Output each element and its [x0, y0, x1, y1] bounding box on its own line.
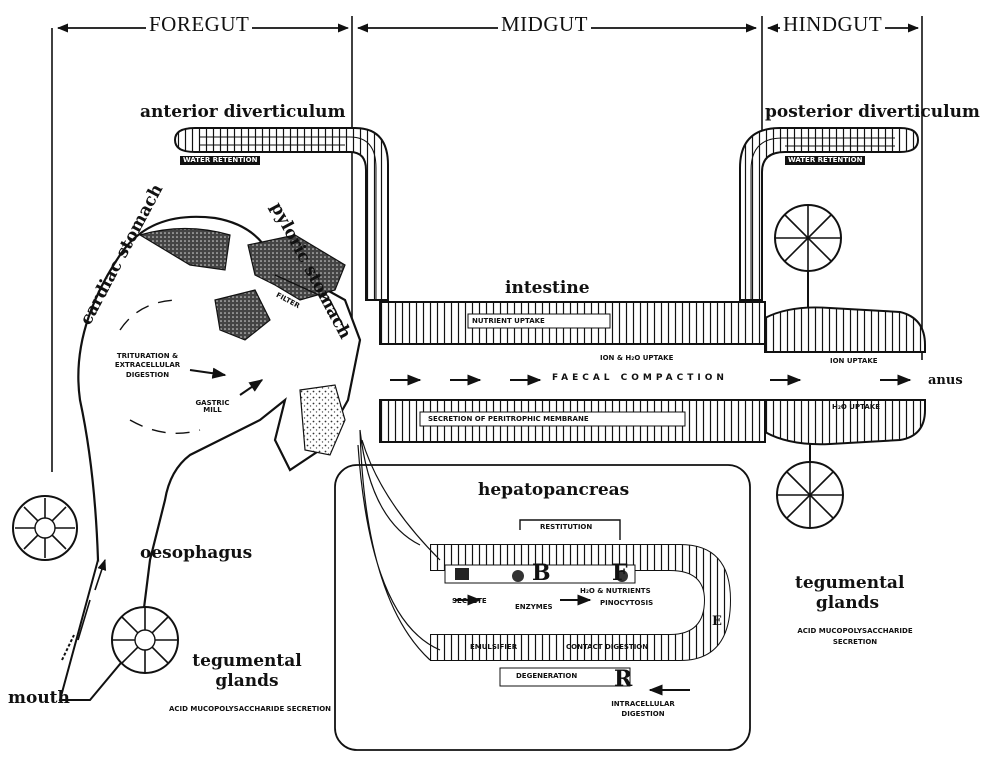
pinocytosis-label: PINOCYTOSIS	[600, 600, 653, 607]
faecal-compaction-label: FAECAL COMPACTION	[552, 374, 728, 383]
cell-b-label: B	[532, 562, 551, 584]
gland-rosette-left-top	[13, 496, 77, 560]
gastric-mill-label: GASTRIC MILL	[185, 400, 240, 414]
tegumental-glands-label-left: tegumental glands	[187, 652, 307, 691]
gland-rosette-left-bottom	[112, 607, 178, 673]
water-retention-posterior-label: WATER RETENTION	[785, 156, 865, 165]
hindgut-tube	[765, 307, 925, 444]
enzymes-label: ENZYMES	[515, 604, 553, 611]
peritrophic-membrane-label: SECRETION OF PERITROPHIC MEMBRANE	[428, 416, 589, 423]
cell-r-label: R	[614, 668, 632, 690]
cell-e-label: E	[712, 615, 722, 628]
water-retention-anterior-label: WATER RETENTION	[180, 156, 260, 165]
h2o-uptake-label: H₂O UPTAKE	[832, 404, 880, 411]
posterior-diverticulum-label: posterior diverticulum	[765, 104, 980, 121]
trituration-label: TRITURATION & EXTRACELLULAR DIGESTION	[100, 352, 195, 380]
ion-uptake-label: ION UPTAKE	[830, 358, 878, 365]
gland-rosette-right-bottom	[777, 444, 843, 528]
anterior-diverticulum-label: anterior diverticulum	[140, 104, 346, 121]
ion-h2o-uptake-midgut-label: ION & H₂O UPTAKE	[600, 355, 673, 362]
degeneration-label: DEGENERATION	[516, 673, 577, 680]
nutrient-uptake-label: NUTRIENT UPTAKE	[472, 318, 545, 325]
hepatopancreas-label: hepatopancreas	[478, 482, 629, 499]
h2o-nutrients-label: H₂O & NUTRIENTS	[580, 588, 651, 595]
restitution-label: RESTITUTION	[540, 524, 592, 531]
oesophagus-label: oesophagus	[140, 545, 252, 562]
intracellular-digestion-label: INTRACELLULAR DIGESTION	[598, 700, 688, 720]
contact-digestion-label: CONTACT DIGESTION	[566, 644, 648, 651]
intestine-label: intestine	[505, 280, 590, 297]
acid-secretion-label-left: ACID MUCOPOLYSACCHARIDE SECRETION	[160, 704, 340, 715]
cell-f-label: F	[612, 562, 628, 584]
section-foregut-label: FOREGUT	[146, 14, 252, 35]
section-midgut-label: MIDGUT	[498, 14, 591, 35]
anus-label: anus	[928, 374, 963, 387]
gland-rosette-right-top	[775, 205, 841, 308]
secrete-label: SECRETE	[452, 598, 487, 605]
emulsifier-label: EMULSIFIER	[470, 644, 517, 651]
tegumental-glands-label-right: tegumental glands	[795, 574, 900, 613]
section-hindgut-label: HINDGUT	[780, 14, 885, 35]
mouth-label: mouth	[8, 690, 70, 707]
acid-secretion-label-right: ACID MUCOPOLYSACCHARIDE SECRETION	[775, 626, 935, 648]
